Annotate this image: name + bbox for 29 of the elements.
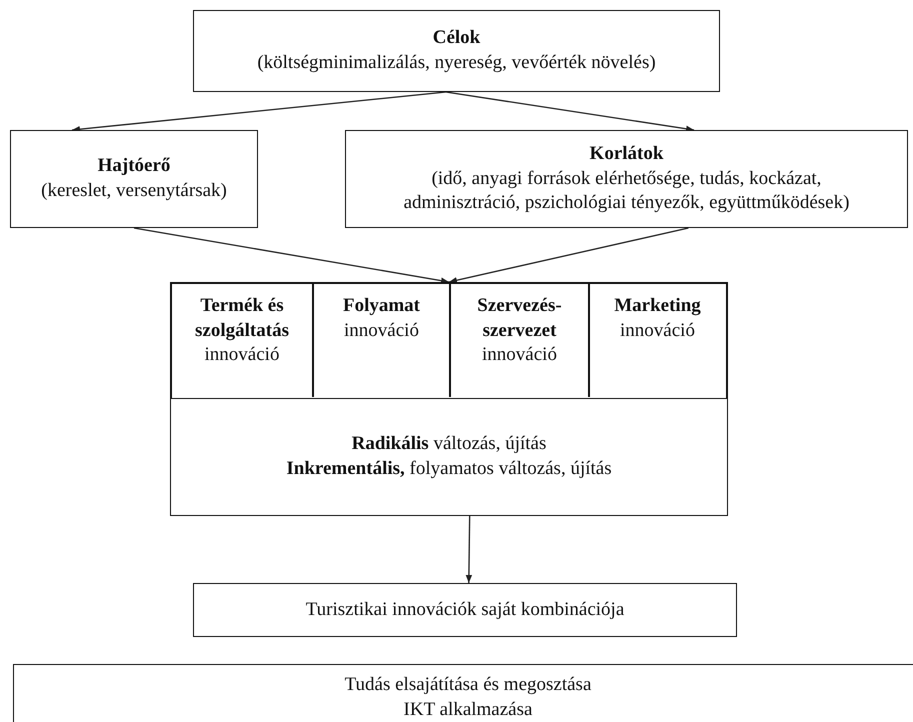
arrow [448, 227, 689, 284]
arrow [134, 227, 450, 284]
result-box [193, 583, 737, 637]
change-type-box [170, 398, 728, 516]
heading-text: Folyamat [342, 294, 420, 318]
knowledge-box [13, 664, 913, 722]
arrow [72, 91, 446, 132]
arrow [466, 516, 472, 583]
body-text: IKT alkalmazása [404, 698, 532, 722]
body-text: Tudás elsajátítása és megosztása [344, 673, 592, 697]
driver-box [10, 130, 258, 228]
body-text: (idő, anyagi források elérhetősége, tudás, kockázat, adminisztráció, pszichológiai tényezők, együttműködések) [402, 166, 850, 216]
body-text: innováció [620, 318, 695, 343]
body-text: innováció [482, 343, 557, 368]
body-text: (költségminimalizálás, nyereség, vevőérték növelés) [257, 51, 656, 75]
heading-text: Hajtóerő [98, 154, 170, 178]
arrow [446, 91, 694, 132]
body-text: innováció [344, 318, 419, 343]
body-text: Inkrementális, folyamatos változás, újítás [286, 457, 612, 481]
heading-text: Célok [432, 26, 480, 50]
body-text: (kereslet, versenytársak) [41, 179, 227, 203]
heading-text: Marketing [614, 294, 701, 318]
body-text: Radikális változás, újítás [352, 432, 546, 456]
constraint-box [345, 130, 908, 228]
innovation-type-row [170, 282, 728, 400]
goal-box [193, 10, 720, 92]
body-text: Turisztikai innovációk saját kombinációja [306, 598, 624, 622]
body-text: innováció [204, 343, 280, 368]
heading-text: Korlátok [590, 142, 664, 166]
